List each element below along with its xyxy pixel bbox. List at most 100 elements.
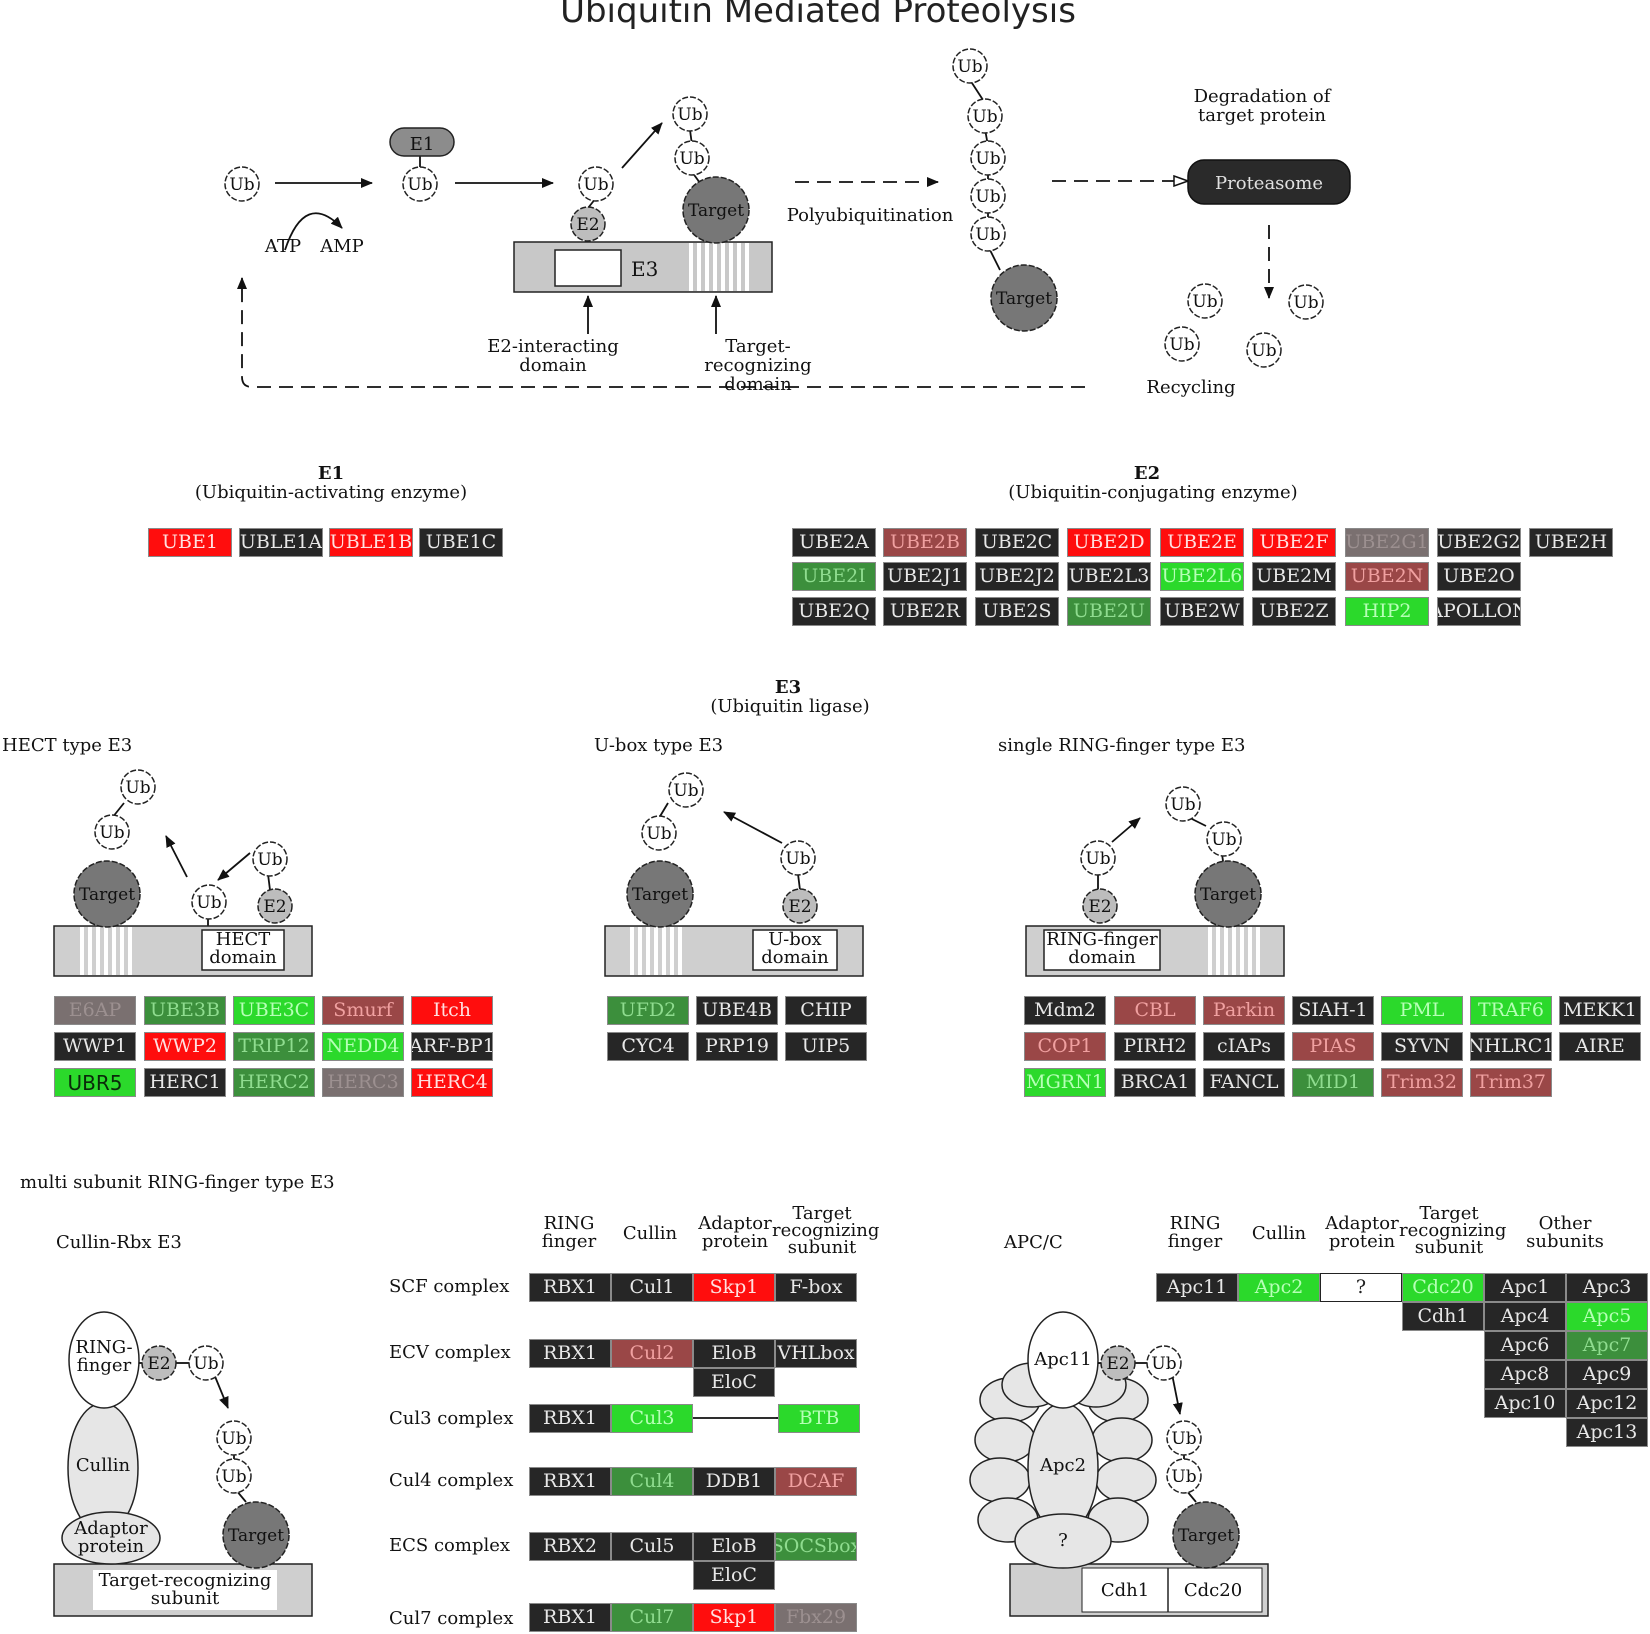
gene-box[interactable]: TRAF6 <box>1470 996 1552 1025</box>
gene-box[interactable]: UBE2Q <box>792 597 876 626</box>
gene-box[interactable]: EloB <box>693 1339 775 1368</box>
gene-box[interactable]: WWP2 <box>144 1032 226 1061</box>
gene-box[interactable]: Fbx29 <box>775 1603 857 1632</box>
gene-box[interactable]: UBE2Z <box>1252 597 1336 626</box>
gene-box[interactable]: Skp1 <box>693 1273 775 1302</box>
gene-box[interactable]: CBL <box>1114 996 1196 1025</box>
gene-box[interactable]: Apc1 <box>1484 1273 1566 1302</box>
gene-box[interactable]: RBX1 <box>529 1603 611 1632</box>
gene-box[interactable]: Skp1 <box>693 1603 775 1632</box>
gene-box[interactable]: Apc4 <box>1484 1302 1566 1331</box>
gene-box[interactable]: Apc9 <box>1566 1360 1648 1389</box>
gene-box[interactable]: UBLE1B <box>329 528 413 557</box>
gene-box[interactable]: Apc2 <box>1238 1273 1320 1302</box>
gene-box[interactable]: FANCL <box>1203 1068 1285 1097</box>
gene-box[interactable]: UIP5 <box>785 1032 867 1061</box>
gene-box[interactable]: HERC2 <box>233 1068 315 1097</box>
gene-box[interactable]: UBE2C <box>975 528 1059 557</box>
gene-box[interactable]: WWP1 <box>54 1032 136 1061</box>
gene-box[interactable]: E6AP <box>54 996 136 1025</box>
gene-box[interactable]: MGRN1 <box>1024 1068 1106 1097</box>
gene-box[interactable]: PIRH2 <box>1114 1032 1196 1061</box>
gene-box[interactable]: COP1 <box>1024 1032 1106 1061</box>
gene-box[interactable]: Trim32 <box>1381 1068 1463 1097</box>
gene-box[interactable]: SIAH-1 <box>1292 996 1374 1025</box>
gene-box[interactable]: EloC <box>693 1561 775 1590</box>
gene-box[interactable]: UBE2O <box>1437 562 1521 591</box>
gene-box[interactable]: UBE2G1 <box>1345 528 1429 557</box>
gene-box[interactable]: NEDD4 <box>322 1032 404 1061</box>
gene-box[interactable]: UBE2B <box>883 528 967 557</box>
gene-box[interactable]: PIAS <box>1292 1032 1374 1061</box>
gene-box[interactable]: UBE3C <box>233 996 315 1025</box>
gene-box[interactable]: UBE2L3 <box>1067 562 1151 591</box>
gene-box[interactable]: EloC <box>693 1368 775 1397</box>
gene-box[interactable]: Cul4 <box>611 1467 693 1496</box>
gene-box[interactable]: cIAPs <box>1203 1032 1285 1061</box>
gene-box[interactable]: Apc12 <box>1566 1389 1648 1418</box>
gene-box[interactable]: Apc8 <box>1484 1360 1566 1389</box>
gene-box[interactable]: BTB <box>778 1404 860 1433</box>
gene-box[interactable]: VHLbox <box>775 1339 857 1368</box>
gene-box[interactable]: Smurf <box>322 996 404 1025</box>
gene-box[interactable]: UBE2J1 <box>883 562 967 591</box>
gene-box[interactable]: Parkin <box>1203 996 1285 1025</box>
gene-box[interactable]: TRIP12 <box>233 1032 315 1061</box>
gene-box[interactable]: CHIP <box>785 996 867 1025</box>
gene-box[interactable]: Cdc20 <box>1402 1273 1484 1302</box>
gene-box[interactable]: UBE4B <box>696 996 778 1025</box>
gene-box[interactable]: MID1 <box>1292 1068 1374 1097</box>
gene-box[interactable]: RBX1 <box>529 1339 611 1368</box>
gene-box[interactable]: RBX2 <box>529 1532 611 1561</box>
gene-box[interactable]: AIRE <box>1559 1032 1641 1061</box>
gene-box[interactable]: UBE2E <box>1160 528 1244 557</box>
gene-box[interactable]: UBE2D <box>1067 528 1151 557</box>
gene-box[interactable]: NHLRC1 <box>1470 1032 1552 1061</box>
gene-box[interactable]: UBE2L6 <box>1160 562 1244 591</box>
gene-box[interactable]: UBE1C <box>419 528 503 557</box>
gene-box[interactable]: F-box <box>775 1273 857 1302</box>
gene-box[interactable]: Itch <box>411 996 493 1025</box>
gene-box[interactable]: Cul7 <box>611 1603 693 1632</box>
gene-box[interactable]: SOCSbox <box>775 1532 857 1561</box>
gene-box[interactable]: UBE2H <box>1529 528 1613 557</box>
gene-box[interactable]: Cul5 <box>611 1532 693 1561</box>
gene-box[interactable]: HERC4 <box>411 1068 493 1097</box>
gene-box[interactable]: EloB <box>693 1532 775 1561</box>
gene-box[interactable]: UBE2R <box>883 597 967 626</box>
gene-box[interactable]: Trim37 <box>1470 1068 1552 1097</box>
gene-box[interactable]: Apc6 <box>1484 1331 1566 1360</box>
gene-box[interactable]: ? <box>1320 1273 1402 1302</box>
gene-box[interactable]: Apc10 <box>1484 1389 1566 1418</box>
gene-box[interactable]: UBE2M <box>1252 562 1336 591</box>
gene-box[interactable]: Cul2 <box>611 1339 693 1368</box>
gene-box[interactable]: Mdm2 <box>1024 996 1106 1025</box>
gene-box[interactable]: SYVN <box>1381 1032 1463 1061</box>
gene-box[interactable]: Cul1 <box>611 1273 693 1302</box>
gene-box[interactable]: BRCA1 <box>1114 1068 1196 1097</box>
gene-box[interactable]: UBR5 <box>54 1068 136 1097</box>
gene-box[interactable]: Apc3 <box>1566 1273 1648 1302</box>
gene-box[interactable]: Cul3 <box>611 1404 693 1433</box>
gene-box[interactable]: MEKK1 <box>1559 996 1641 1025</box>
gene-box[interactable]: APOLLON <box>1437 597 1521 626</box>
gene-box[interactable]: UBE2G2 <box>1437 528 1521 557</box>
gene-box[interactable]: RBX1 <box>529 1467 611 1496</box>
gene-box[interactable]: UBE2A <box>792 528 876 557</box>
gene-box[interactable]: PML <box>1381 996 1463 1025</box>
gene-box[interactable]: HIP2 <box>1345 597 1429 626</box>
gene-box[interactable]: HERC3 <box>322 1068 404 1097</box>
gene-box[interactable]: UBE2I <box>792 562 876 591</box>
gene-box[interactable]: UBE2W <box>1160 597 1244 626</box>
gene-box[interactable]: DCAF <box>775 1467 857 1496</box>
gene-box[interactable]: CYC4 <box>607 1032 689 1061</box>
gene-box[interactable]: RBX1 <box>529 1404 611 1433</box>
gene-box[interactable]: Cdh1 <box>1402 1302 1484 1331</box>
gene-box[interactable]: Apc13 <box>1566 1418 1648 1447</box>
gene-box[interactable]: UBE2F <box>1252 528 1336 557</box>
gene-box[interactable]: UBE1 <box>148 528 232 557</box>
gene-box[interactable]: UFD2 <box>607 996 689 1025</box>
gene-box[interactable]: UBE2N <box>1345 562 1429 591</box>
gene-box[interactable]: UBE2S <box>975 597 1059 626</box>
gene-box[interactable]: ARF-BP1 <box>411 1032 493 1061</box>
